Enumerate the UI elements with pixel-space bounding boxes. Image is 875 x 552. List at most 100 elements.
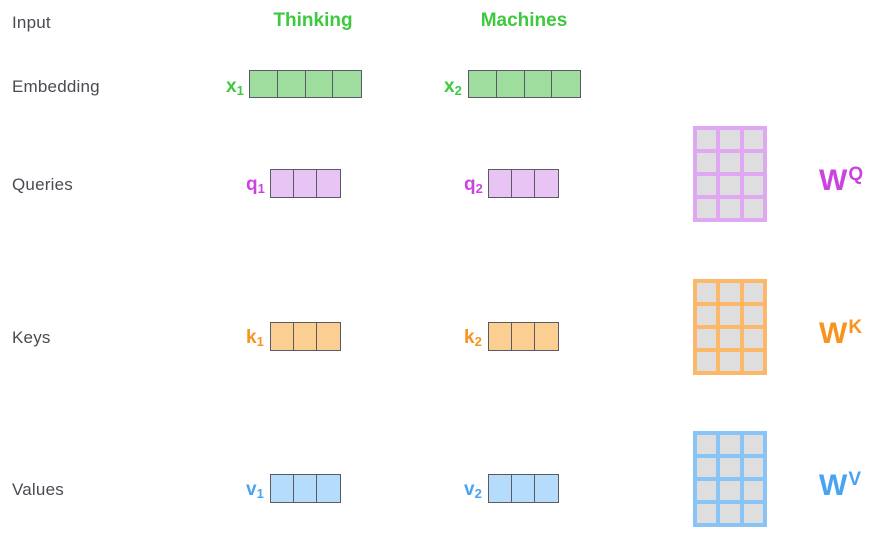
vector-cell	[469, 71, 497, 97]
column-header-machines: Machines	[480, 10, 568, 31]
matrix-cell	[720, 329, 740, 348]
vector-cell	[535, 475, 559, 502]
matrix-cell	[720, 481, 740, 500]
vector-cell	[250, 71, 278, 97]
matrix-cell	[743, 504, 763, 523]
vector-x2	[468, 70, 581, 98]
matrix-cell	[697, 435, 717, 454]
weight-matrix-wq	[693, 126, 767, 222]
matrix-cell	[697, 283, 717, 302]
vector-cell	[317, 170, 341, 197]
matrix-cell	[720, 176, 740, 195]
vector-cell	[512, 170, 536, 197]
matrix-cell	[743, 130, 763, 149]
row-label-embedding: Embedding	[12, 77, 100, 96]
row-label-keys: Keys	[12, 328, 51, 347]
vector-tag-v2-letter: v	[464, 479, 475, 500]
vector-tag-q2-letter: q	[464, 174, 476, 195]
matrix-label-wk: WK	[819, 317, 862, 350]
vector-tag-q1-letter: q	[246, 174, 258, 195]
vector-tag-q2: q2	[464, 174, 483, 196]
matrix-cell	[697, 504, 717, 523]
matrix-cell	[743, 283, 763, 302]
matrix-cell	[697, 199, 717, 218]
row-label-values: Values	[12, 480, 64, 499]
matrix-cell	[720, 306, 740, 325]
vector-cell	[333, 71, 361, 97]
vector-cell	[294, 323, 318, 350]
vector-cell	[535, 170, 559, 197]
matrix-cell	[743, 176, 763, 195]
vector-tag-k2-subscript: 2	[474, 334, 482, 349]
matrix-label-wv-letter: W	[819, 469, 848, 502]
vector-cell	[552, 71, 580, 97]
matrix-cell	[697, 176, 717, 195]
matrix-cell	[720, 130, 740, 149]
vector-tag-v1-subscript: 1	[256, 486, 264, 501]
vector-tag-k1-subscript: 1	[256, 334, 264, 349]
matrix-cell	[697, 329, 717, 348]
matrix-label-wq-letter: W	[819, 164, 848, 197]
vector-cell	[294, 475, 318, 502]
matrix-cell	[697, 352, 717, 371]
matrix-cell	[720, 458, 740, 477]
matrix-cell	[743, 329, 763, 348]
matrix-cell	[697, 481, 717, 500]
vector-q2	[488, 169, 559, 198]
weight-matrix-wv	[693, 431, 767, 527]
matrix-cell	[743, 435, 763, 454]
matrix-cell	[743, 458, 763, 477]
vector-v2	[488, 474, 559, 503]
vector-cell	[294, 170, 318, 197]
vector-v1	[270, 474, 341, 503]
vector-tag-x2-subscript: 2	[454, 83, 462, 98]
matrix-cell	[720, 435, 740, 454]
vector-cell	[271, 323, 295, 350]
matrix-label-wv-superscript: V	[848, 469, 862, 490]
vector-tag-x1-subscript: 1	[236, 83, 244, 98]
vector-cell	[317, 323, 341, 350]
matrix-cell	[743, 153, 763, 172]
vector-tag-v2: v2	[464, 479, 482, 501]
vector-cell	[271, 475, 295, 502]
column-header-thinking: Thinking	[273, 10, 353, 31]
vector-cell	[512, 475, 536, 502]
vector-x1	[249, 70, 362, 98]
vector-tag-q2-subscript: 2	[475, 181, 483, 196]
matrix-cell	[697, 130, 717, 149]
vector-tag-x2-letter: x	[444, 76, 455, 97]
vector-tag-k2-letter: k	[464, 327, 475, 348]
vector-cell	[512, 323, 536, 350]
vector-tag-k1-letter: k	[246, 327, 257, 348]
vector-cell	[271, 170, 295, 197]
matrix-cell	[720, 283, 740, 302]
weight-matrix-wk	[693, 279, 767, 375]
matrix-label-wk-letter: W	[819, 317, 848, 350]
matrix-cell	[697, 306, 717, 325]
vector-cell	[305, 71, 334, 97]
vector-tag-q1: q1	[246, 174, 265, 196]
vector-cell	[496, 71, 525, 97]
vector-tag-x1: x1	[226, 76, 244, 98]
vector-tag-x1-letter: x	[226, 76, 237, 97]
matrix-cell	[743, 199, 763, 218]
vector-cell	[489, 323, 513, 350]
row-label-input: Input	[12, 13, 51, 32]
vector-tag-k2: k2	[464, 327, 482, 349]
vector-cell	[535, 323, 559, 350]
vector-tag-v1: v1	[246, 480, 264, 501]
matrix-cell	[697, 153, 717, 172]
matrix-cell	[743, 481, 763, 500]
vector-tag-q1-subscript: 1	[257, 181, 265, 196]
vector-q1	[270, 169, 341, 198]
matrix-label-wv: WV	[819, 469, 862, 502]
vector-cell	[277, 71, 306, 97]
row-label-queries: Queries	[12, 175, 73, 194]
vector-cell	[489, 170, 513, 197]
matrix-cell	[720, 153, 740, 172]
vector-tag-k1: k1	[246, 327, 264, 349]
matrix-label-wq-superscript: Q	[848, 164, 864, 185]
matrix-cell	[743, 306, 763, 325]
vector-tag-v2-subscript: 2	[474, 486, 482, 501]
